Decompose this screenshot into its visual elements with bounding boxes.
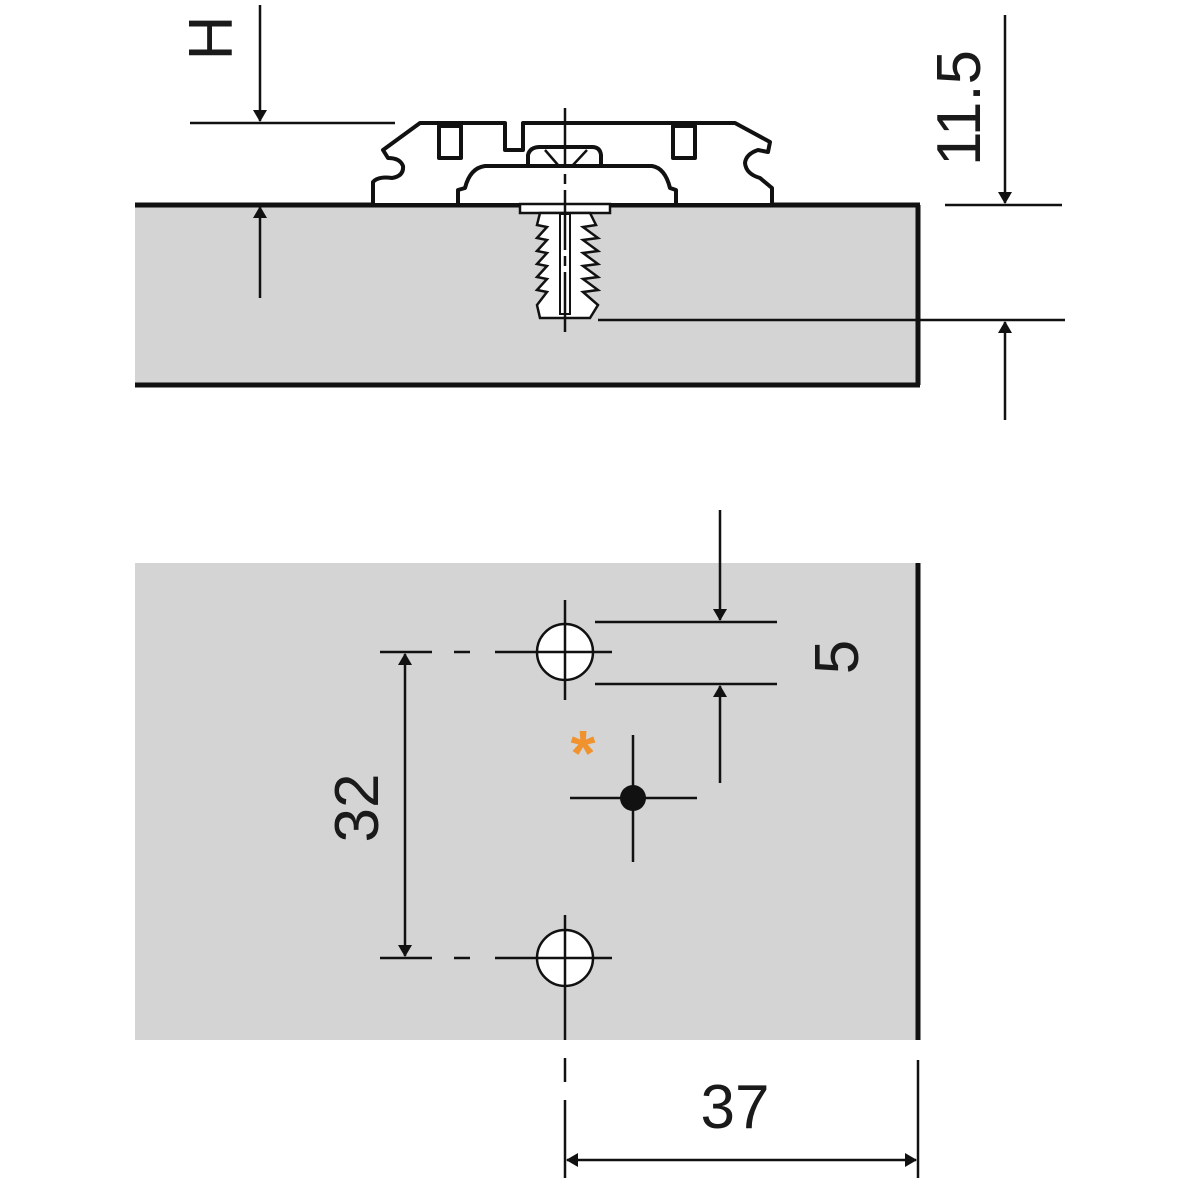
dim-spacing-label: 32 — [323, 774, 392, 843]
top-view: 32 5 * 37 — [135, 510, 921, 1178]
side-view: H 11.5 — [135, 5, 1065, 420]
plate-slot-left — [437, 124, 463, 160]
plate-base — [456, 164, 678, 207]
dim-offset-label: 5 — [803, 640, 872, 674]
screw-hole-bottom — [495, 915, 612, 1040]
center-point — [570, 735, 697, 862]
dim-edge-label: 37 — [701, 1073, 770, 1142]
plate-slot-right — [671, 124, 697, 160]
dim-h-label: H — [177, 16, 246, 61]
screw-hole-top — [495, 600, 612, 700]
side-panel — [135, 205, 918, 385]
dim-depth-label: 11.5 — [925, 50, 994, 166]
top-panel — [135, 563, 918, 1040]
asterisk-marker: * — [571, 717, 596, 789]
